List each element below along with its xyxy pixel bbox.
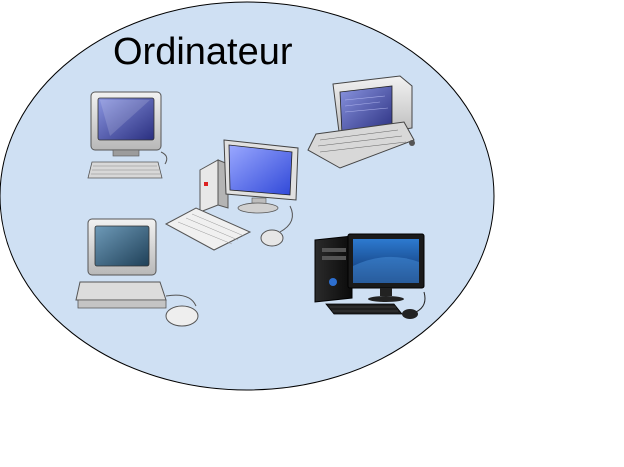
crt-monitor-computer-icon (87, 91, 168, 179)
retro-terminal-computer-icon (307, 75, 415, 169)
desktop-pc-with-lcd-icon (164, 139, 299, 251)
beige-all-in-one-computer-icon (75, 218, 199, 327)
black-tower-pc-icon (314, 233, 426, 319)
diagram-title: Ordinateur (113, 31, 293, 73)
